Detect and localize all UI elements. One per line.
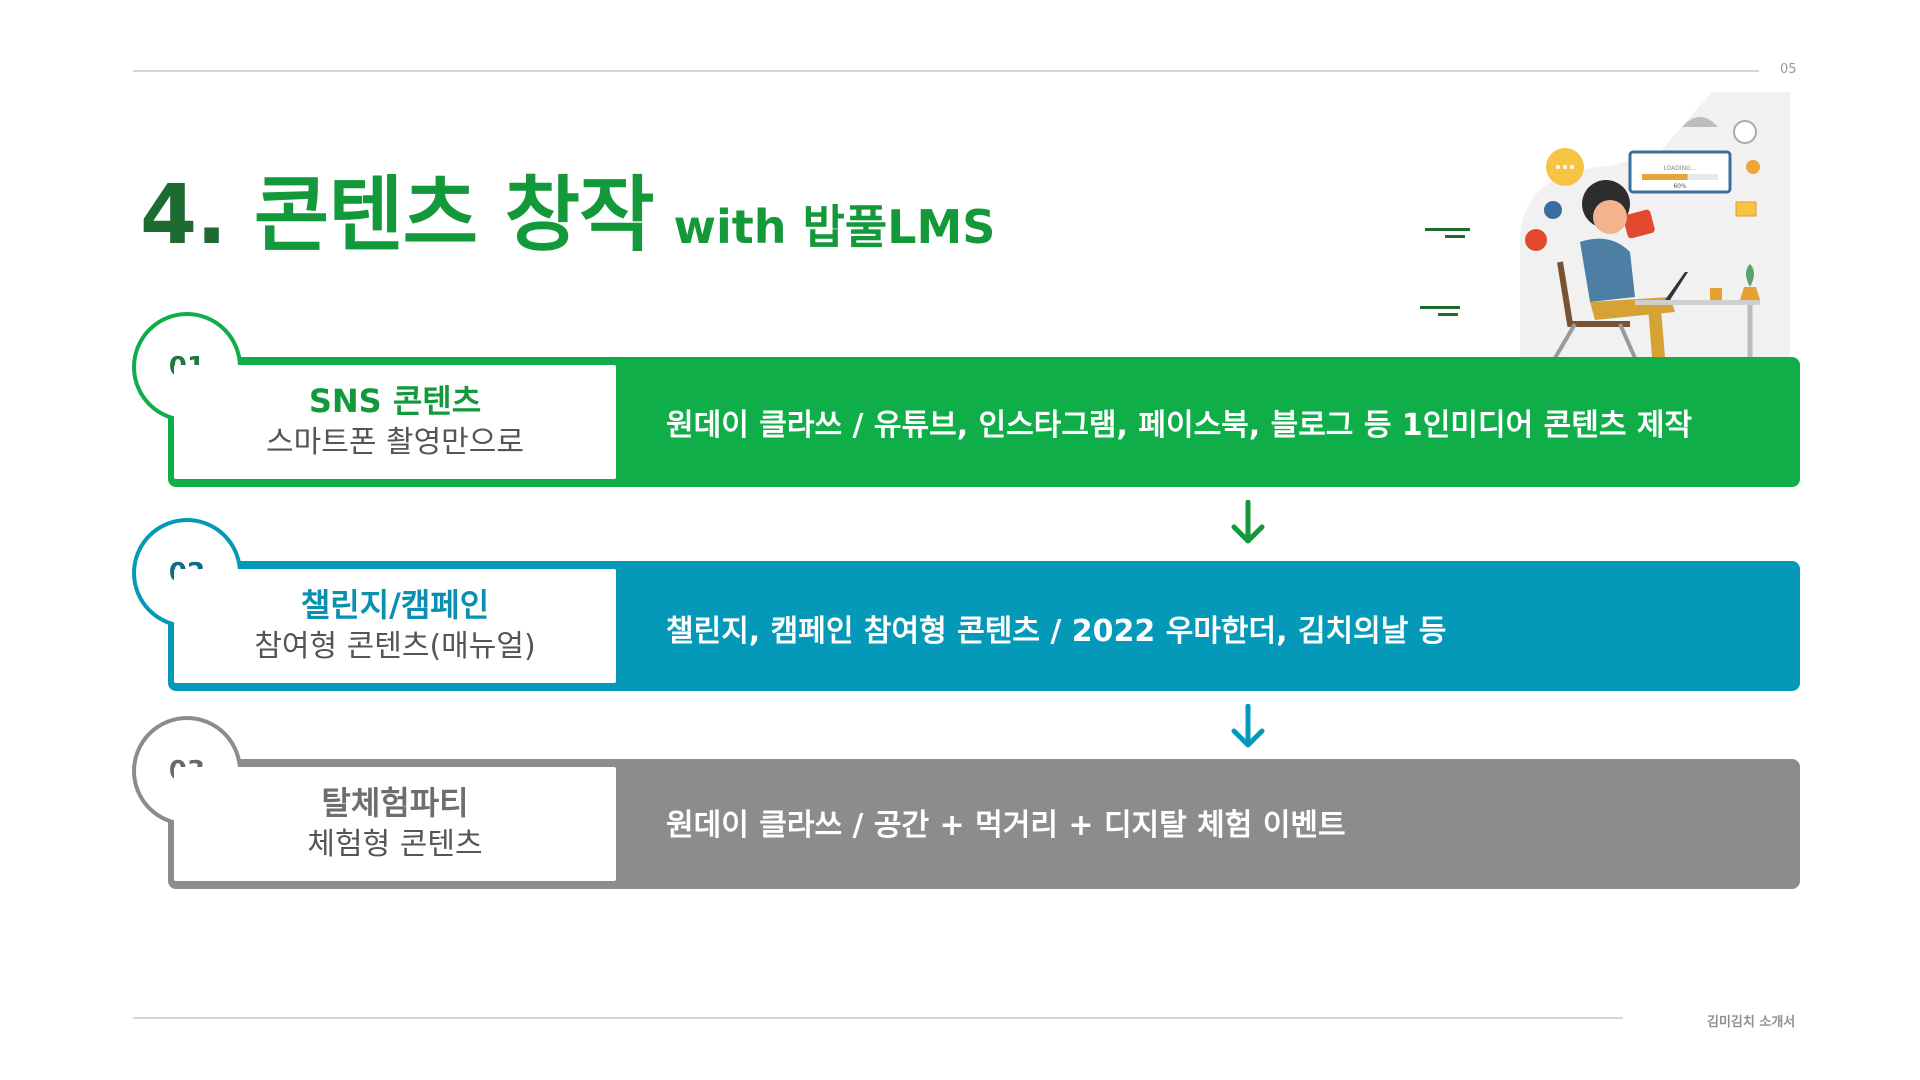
title-subtitle: with 밥풀LMS [673, 200, 996, 254]
loading-percent: 60% [1673, 183, 1687, 190]
row-title: 탈체험파티 [321, 784, 469, 822]
title-prefix: 4. [140, 168, 227, 263]
row-subtitle: 참여형 콘텐츠(매뉴얼) [254, 629, 536, 664]
page-title: 4. 콘텐츠 창작 with 밥풀LMS [140, 148, 995, 267]
row-subtitle: 체험형 콘텐츠 [307, 827, 483, 862]
row-label-box: 탈체험파티 체험형 콘텐츠 [174, 767, 616, 881]
row-title: 챌린지/캠페인 [300, 586, 490, 624]
row-description: 챌린지, 캠페인 참여형 콘텐츠 / 2022 우마한더, 김치의날 등 [666, 614, 1447, 649]
person-at-laptop-illustration: LOADING... 60% [1420, 92, 1790, 358]
row-label-box: SNS 콘텐츠 스마트폰 촬영만으로 [174, 365, 616, 479]
top-divider [133, 70, 1759, 72]
loading-text: LOADING... [1663, 165, 1696, 172]
row-subtitle: 스마트폰 촬영만으로 [266, 425, 524, 460]
row-title: SNS 콘텐츠 [308, 382, 482, 420]
arrow-down-icon [1231, 500, 1265, 544]
arrow-down-icon [1231, 704, 1265, 748]
row-description: 원데이 클라쓰 / 유튜브, 인스타그램, 페이스북, 블로그 등 1인미디어 … [666, 408, 1693, 443]
row-label-box: 챌린지/캠페인 참여형 콘텐츠(매뉴얼) [174, 569, 616, 683]
bottom-divider [133, 1017, 1623, 1019]
loading-progress-bar [1642, 174, 1688, 180]
title-text: 콘텐츠 창작 [253, 168, 655, 263]
row-description: 원데이 클라쓰 / 공간 + 먹거리 + 디지탈 체험 이벤트 [666, 808, 1346, 843]
title-main: 4. 콘텐츠 창작 [140, 168, 655, 263]
page-number: 05 [1780, 62, 1797, 77]
footer-brand: 김미김치 소개서 [1707, 1015, 1796, 1030]
